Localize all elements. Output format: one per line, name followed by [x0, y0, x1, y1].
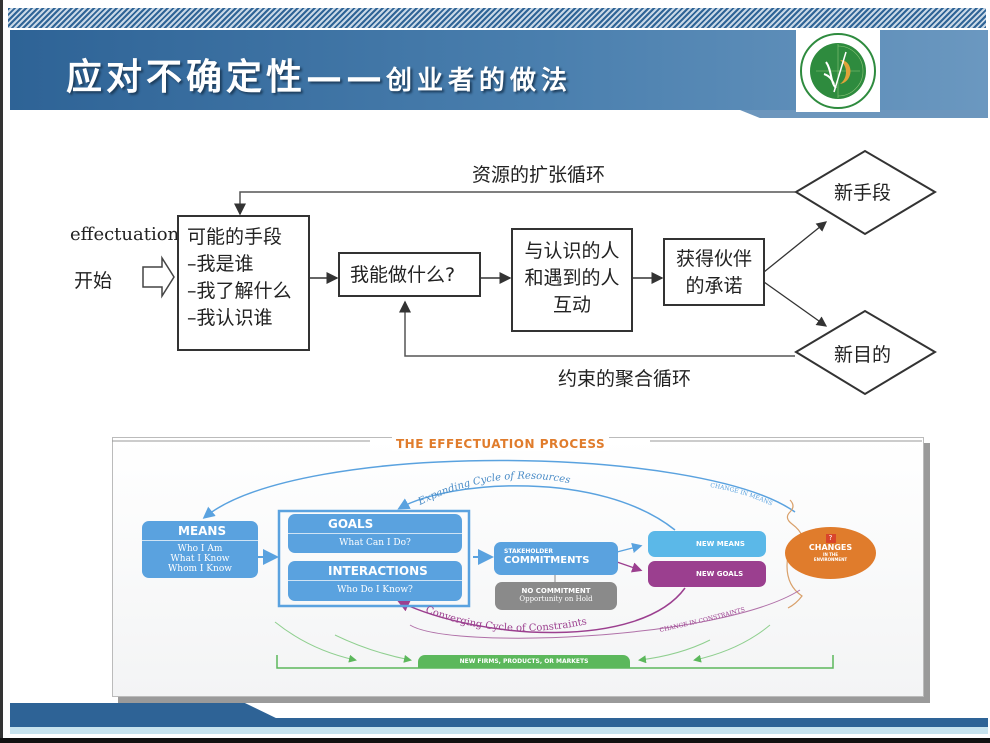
new-goals-box: NEW GOALS: [648, 561, 766, 587]
commitment-box-line: 的承诺: [685, 275, 743, 297]
slide-title: 应对不确定性——创业者的做法: [66, 48, 572, 100]
commitment-box-line: 获得伙伴: [675, 248, 752, 270]
new-means-text: NEW MEANS: [696, 540, 745, 548]
no-commitment-box: NO COMMITMENT Opportunity on Hold: [495, 582, 617, 610]
footer-light-band: [10, 727, 988, 734]
new-means-box: NEW MEANS: [648, 531, 766, 557]
change-constraints-arc: [409, 589, 801, 639]
means-item: Whom I Know: [168, 564, 232, 574]
header-hatch-band: [8, 8, 986, 28]
no-commitment-line1: NO COMMITMENT: [521, 587, 591, 595]
question-icon: ?: [825, 534, 836, 543]
university-seal-icon: [800, 33, 876, 109]
changes-line1: CHANGES: [808, 543, 853, 552]
goals-label: GOALS: [328, 517, 374, 531]
process-title: THE EFFECTUATION PROCESS: [392, 437, 610, 451]
possible-means-box: 可能的手段 –我是谁 –我了解什么 –我认识谁: [177, 215, 310, 351]
new-goals-label: 新目的: [834, 344, 892, 366]
goals-box: GOALS What Can I Do?: [288, 514, 462, 553]
title-banner-accent: [740, 110, 988, 118]
means-box: MEANS Who I Am What I Know Whom I Know: [142, 521, 258, 578]
interactions-box: INTERACTIONS Who Do I Know?: [288, 561, 462, 601]
expanding-cycle-label: 资源的扩张循环: [472, 164, 606, 186]
interact-box-line: 和遇到的人: [524, 267, 620, 289]
new-means-label: 新手段: [834, 182, 892, 204]
stakeholder-line1: STAKEHOLDER: [504, 548, 553, 555]
means-box-line: –我认识谁: [187, 307, 273, 329]
what-can-i-do-box: 我能做什么?: [338, 252, 481, 297]
converging-cycle-line: [399, 300, 795, 357]
change-means-text: CHANGE IN MEANS: [710, 482, 774, 507]
expanding-cycle-line: [234, 191, 795, 216]
means-item: What I Know: [170, 554, 230, 564]
outcome-label-box: NEW FIRMS, PRODUCTS, OR MARKETS: [418, 655, 630, 668]
converging-cycle-label: 约束的聚合循环: [558, 368, 692, 390]
stakeholder-commitments-box: STAKEHOLDER COMMITMENTS: [494, 542, 618, 575]
slide-title-sub: 创业者的做法: [386, 66, 573, 96]
start-label: 开始: [74, 270, 113, 292]
changes-environment-circle: ? CHANGES IN THE ENVIRONMENT: [785, 527, 876, 579]
means-box-line: –我了解什么: [187, 280, 292, 302]
interactions-label: INTERACTIONS: [328, 564, 428, 578]
interactions-question: Who Do I Know?: [337, 585, 413, 595]
window-frame-bottom: [0, 738, 990, 743]
changes-line3: ENVIRONMENT: [813, 557, 848, 562]
means-box-line: 可能的手段: [187, 226, 283, 248]
interact-box-line: 互动: [552, 294, 591, 316]
converging-cycle-arc: [397, 587, 686, 634]
means-item: Who I Am: [177, 544, 223, 554]
means-label: MEANS: [178, 524, 227, 538]
effectuation-label: effectuation: [70, 224, 180, 245]
change-constraints-text: CHANGE IN CONSTRAINTS: [659, 606, 746, 634]
expanding-cycle-text: Expanding Cycle of Resources: [416, 471, 572, 508]
partner-commitment-box: 获得伙伴 的承诺: [663, 238, 765, 306]
interact-box: 与认识的人 和遇到的人 互动: [511, 228, 633, 332]
outer-resource-arc: [202, 459, 796, 519]
outcome-text: NEW FIRMS, PRODUCTS, OR MARKETS: [459, 658, 589, 665]
new-goals-text: NEW GOALS: [696, 570, 744, 578]
arrow-stakeholder-to-newgoals: [616, 561, 643, 573]
interact-box-line: 与认识的人: [524, 240, 620, 262]
flowchart-connectors: [142, 149, 937, 396]
slide-title-main: 应对不确定性——: [66, 56, 387, 98]
window-frame-left: [0, 0, 3, 743]
start-hollow-arrow-icon: [142, 255, 175, 299]
new-goals-diamond: [794, 309, 937, 396]
footer-step-band: [10, 703, 280, 720]
new-means-diamond: [794, 149, 937, 236]
arrow-commit-to-newmeans: [763, 221, 828, 273]
what-can-i-do-text: 我能做什么?: [350, 264, 456, 286]
stakeholder-line2: COMMITMENTS: [504, 555, 590, 566]
footer-bar: [10, 718, 988, 727]
means-box-line: –我是谁: [187, 253, 254, 275]
expanding-cycle-arc: [397, 485, 676, 531]
goals-question: What Can I Do?: [339, 538, 411, 548]
arrow-stakeholder-to-newmeans: [616, 542, 643, 554]
no-commitment-line2: Opportunity on Hold: [519, 595, 593, 603]
changes-line2: IN THE: [822, 552, 839, 557]
university-logo: [796, 30, 880, 112]
outcome-bracket: [276, 655, 834, 669]
goals-interactions-frame: [277, 509, 471, 608]
arrow-commit-to-newgoals: [763, 281, 828, 327]
